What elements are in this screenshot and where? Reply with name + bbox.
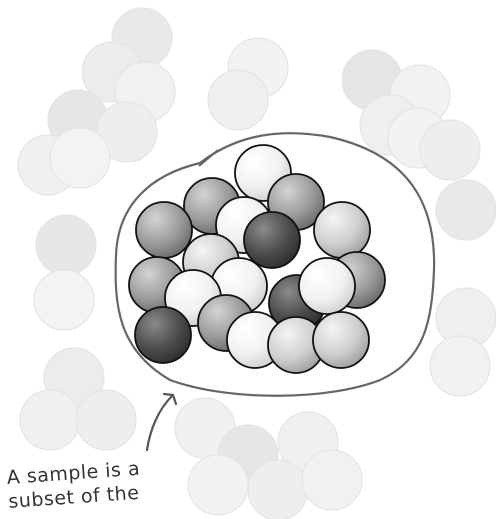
sample-ball-dark — [244, 212, 300, 268]
population-ball — [302, 450, 362, 510]
population-ball — [436, 180, 496, 240]
population-ball — [34, 270, 94, 330]
sample-boundary-tick — [199, 150, 218, 166]
sample-ball-dark — [135, 307, 191, 363]
population-ball — [20, 390, 80, 450]
population-ball — [50, 128, 110, 188]
population-ball — [208, 70, 268, 130]
sample-ball-light — [313, 312, 369, 368]
sample-ball-light — [314, 202, 370, 258]
population-ball — [76, 390, 136, 450]
sample-ball-mid — [136, 202, 192, 258]
population-ball — [420, 120, 480, 180]
sample-ball-white — [299, 258, 355, 314]
population-ball — [430, 336, 490, 396]
population-ball — [36, 215, 96, 275]
sample-balls — [129, 145, 385, 373]
pointer-arrow — [147, 394, 176, 450]
population-ball — [248, 460, 308, 519]
